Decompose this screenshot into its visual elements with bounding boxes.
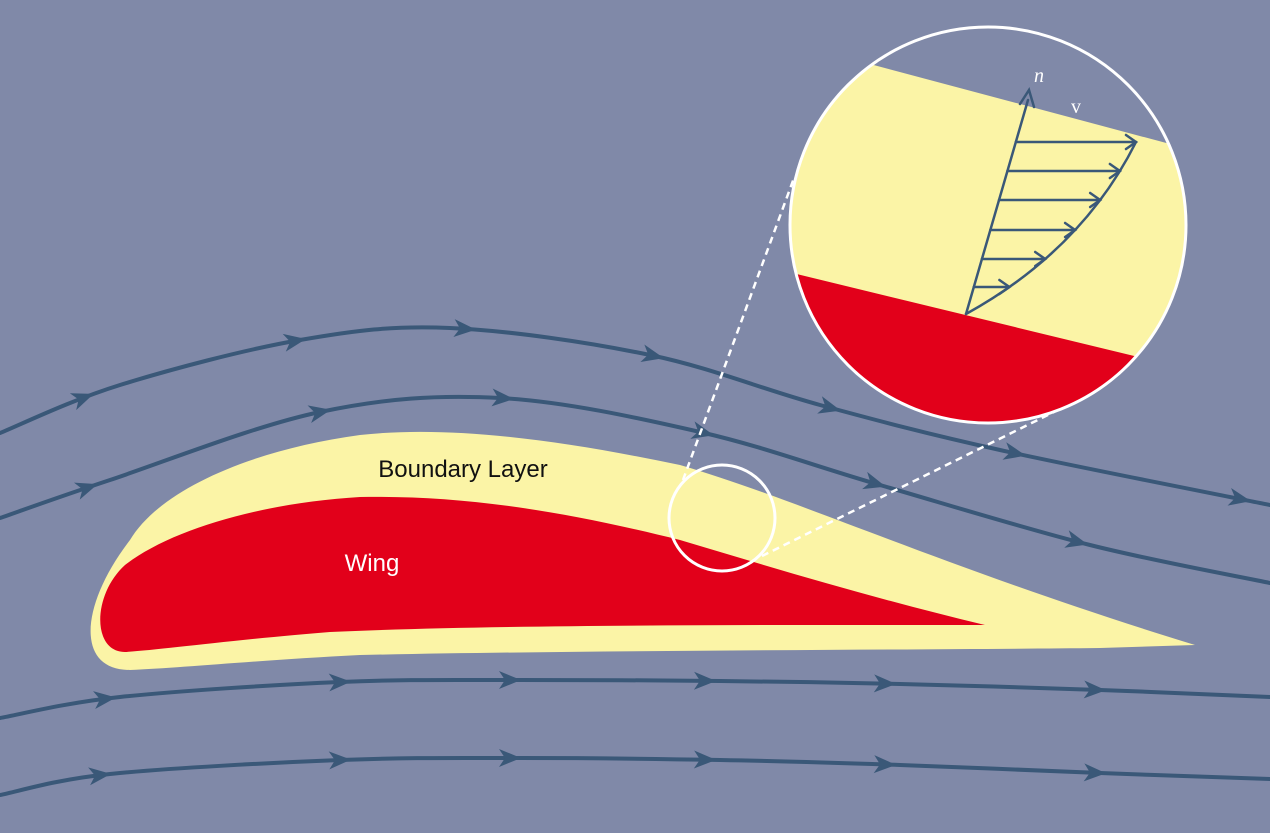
streamline-2 <box>0 394 1270 585</box>
normal-axis <box>964 98 1030 316</box>
streamline-arrowhead <box>328 751 351 770</box>
boundary-layer-label: Boundary Layer <box>378 456 547 483</box>
wing-shape <box>100 496 985 652</box>
zoom-inset-border <box>788 25 1188 425</box>
streamline-arrowhead <box>498 671 521 690</box>
streamline-arrowhead <box>873 674 896 693</box>
streamline-arrowhead <box>693 750 716 769</box>
velocity-vector-arrowhead <box>1063 221 1078 239</box>
streamline-arrowhead <box>491 388 514 407</box>
streamline-arrowhead <box>1064 530 1088 548</box>
velocity-vector-arrowhead <box>1033 250 1048 268</box>
streamline-arrowhead <box>1227 488 1251 506</box>
streamline-arrowhead <box>282 333 306 352</box>
streamline-arrowhead <box>307 405 331 424</box>
velocity-vector-arrowhead <box>998 278 1012 296</box>
zoom-inset: n v <box>788 25 1188 425</box>
streamline-arrowhead <box>862 471 886 490</box>
streamline-1 <box>0 325 1270 507</box>
streamline-arrowhead <box>73 482 98 500</box>
streamline-arrowhead <box>693 671 716 690</box>
streamline-arrowhead <box>328 673 351 692</box>
streamline-arrowhead <box>640 344 664 363</box>
velocity-profile <box>964 87 1139 316</box>
streamline-arrowhead <box>69 393 94 411</box>
streamline-arrowhead <box>1083 680 1106 699</box>
streamline-4 <box>0 755 1270 797</box>
velocity-vector-arrowhead <box>1088 191 1103 209</box>
streamline-3 <box>0 677 1270 720</box>
velocity-vector-arrowhead <box>1124 133 1139 151</box>
wing-label: Wing <box>345 550 400 577</box>
streamline-arrowhead <box>453 319 476 338</box>
streamlines <box>0 319 1270 797</box>
streamline-arrowhead <box>873 755 896 774</box>
streamline-arrowhead <box>1002 442 1026 460</box>
zoom-connector-top <box>681 177 796 481</box>
velocity-vectors <box>972 133 1139 296</box>
highlight-circle <box>667 463 777 573</box>
streamline-arrowhead <box>498 748 521 767</box>
velocity-profile-curve <box>964 140 1138 316</box>
normal-axis-label: n <box>1034 65 1044 87</box>
streamline-arrowhead <box>817 396 841 414</box>
velocity-vector-arrowhead <box>1108 162 1123 180</box>
normal-axis-arrowhead <box>1018 87 1036 109</box>
streamline-arrowhead <box>88 767 111 786</box>
streamline-arrowhead <box>93 691 116 709</box>
velocity-label: v <box>1071 96 1081 118</box>
streamline-arrowhead <box>1083 763 1106 782</box>
